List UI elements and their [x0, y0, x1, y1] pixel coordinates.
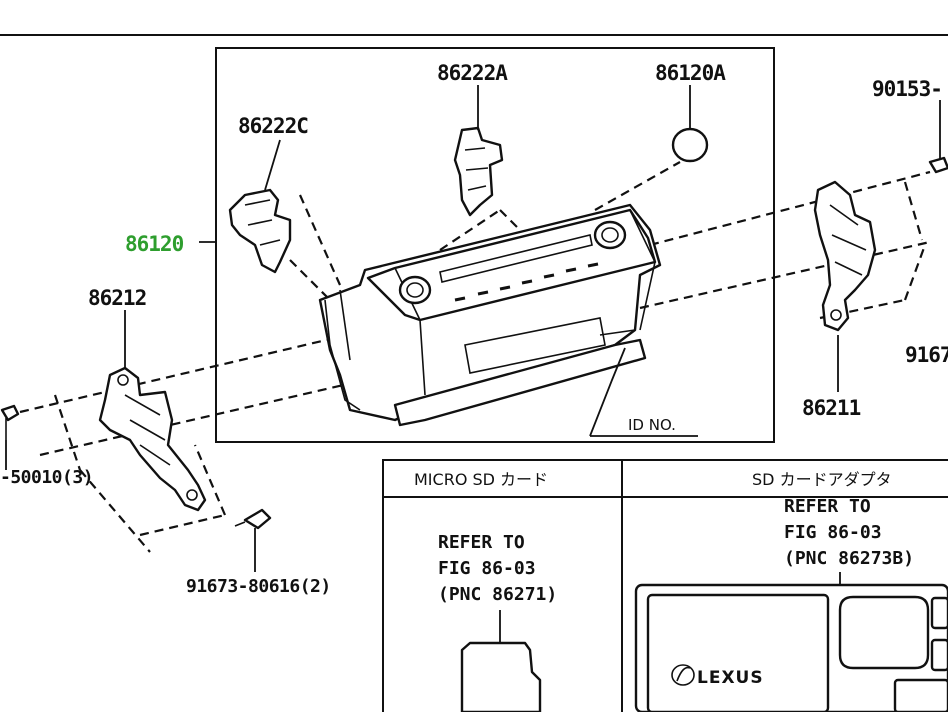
screw-left-drawing	[0, 404, 20, 440]
bracket-86211-drawing	[813, 180, 877, 332]
ref-left-line2: FIG 86-03	[438, 558, 536, 579]
clip-86222c-drawing	[228, 188, 292, 274]
assembly-dashed-lines	[19, 161, 931, 553]
leader-lines	[5, 85, 941, 572]
bracket-86212-drawing	[98, 366, 207, 512]
ref-right-line3: (PNC 86273B)	[784, 548, 914, 569]
lexus-logo: LEXUS	[697, 668, 764, 688]
ref-right-line2: FIG 86-03	[784, 522, 882, 543]
assembly-frame	[215, 47, 775, 443]
callout-90153: 90153-	[872, 77, 942, 101]
clip-86222a-drawing	[453, 126, 504, 217]
knob-86120a-drawing	[671, 127, 709, 163]
callout-86212: 86212	[88, 286, 146, 310]
callout-86222a: 86222A	[437, 61, 508, 85]
callout-86222c: 86222C	[238, 114, 308, 138]
ref-left-line3: (PNC 86271)	[438, 584, 557, 605]
screw-bottom-drawing	[234, 508, 272, 530]
callout-86120[interactable]: 86120	[125, 232, 185, 256]
callout-50010: -50010(3)	[0, 467, 93, 488]
ref-left-line1: REFER TO	[438, 532, 525, 553]
ref-right-line1: REFER TO	[784, 496, 871, 517]
table-header-micro-sd: MICRO SD カード	[414, 470, 548, 489]
callout-86120a: 86120A	[655, 61, 726, 85]
callout-91673: 91673-80616(2)	[186, 576, 331, 597]
head-unit-drawing	[318, 203, 662, 427]
reference-table	[382, 459, 948, 712]
micro-sd-card-drawing	[460, 641, 542, 712]
callout-9167-right: 9167	[905, 343, 948, 367]
id-no-label: ID NO.	[628, 416, 676, 434]
screw-right-drawing	[928, 156, 948, 174]
callout-86211: 86211	[802, 396, 861, 420]
sd-adapter-drawing	[634, 583, 948, 712]
table-header-sd-adapter: SD カードアダプタ	[752, 470, 892, 489]
